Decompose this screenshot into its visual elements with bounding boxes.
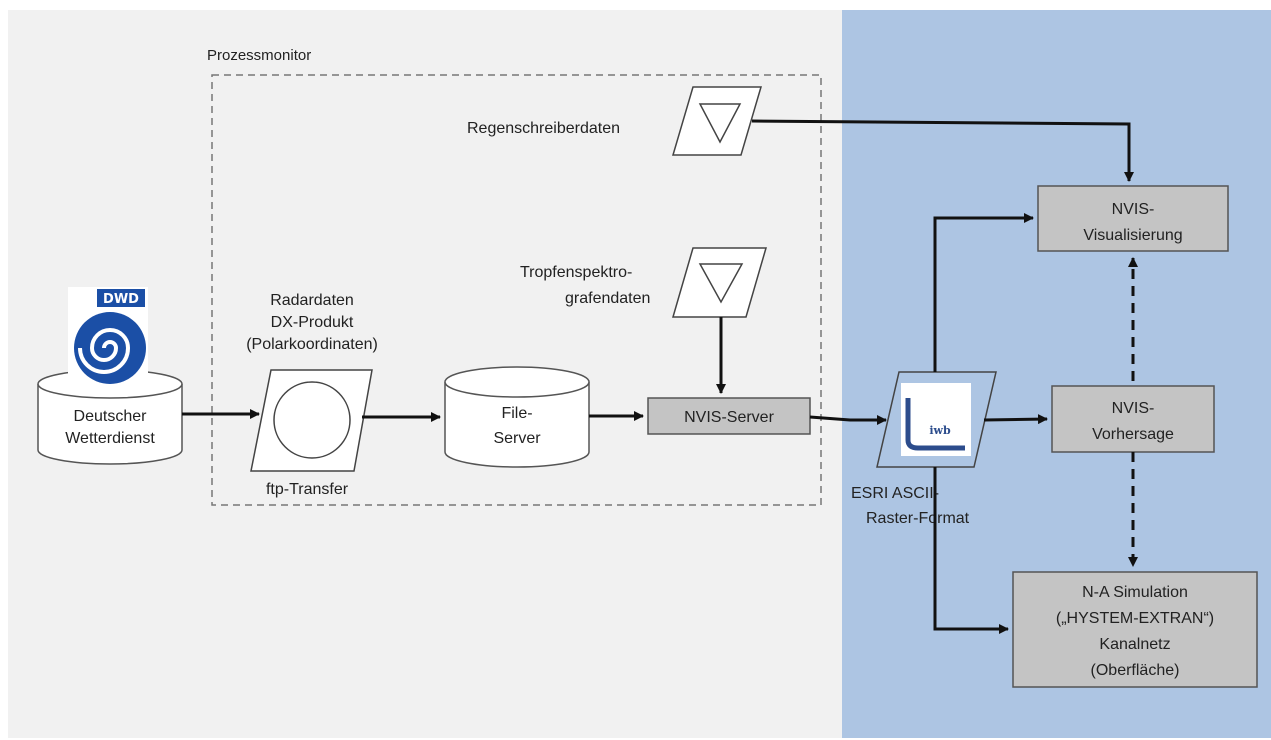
arrow-nvis-server-to-esri [809,415,887,425]
svg-text:iwb: iwb [929,424,951,437]
nvis-vorhersage-line1: NVIS- [1112,400,1155,417]
tropfen-label-line2: grafendaten [565,290,650,307]
nvis-server-box [647,397,811,435]
file-server-label-line1: File- [501,405,532,422]
tropfen-label-line1: Tropfenspektro- [520,264,632,281]
ftp-transfer-label: ftp-Transfer [266,481,349,498]
nvis-visualisierung-line1: NVIS- [1112,201,1155,218]
svg-text:DWD: DWD [103,292,139,307]
esri-label-line2: Raster-Format [866,510,970,527]
radar-circle-icon [273,381,351,459]
regenschreiber-label: Regenschreiberdaten [467,120,620,137]
process-monitor-label: Prozessmonitor [207,47,311,64]
regenschreiber-triangle-icon [698,103,742,144]
tropfen-triangle-icon [698,263,744,304]
radar-label-line3: (Polarkoordinaten) [246,336,378,353]
arrow-regenschreiber-to-visualisierung [751,119,1134,182]
dwd-label-line1: Deutscher [74,408,148,425]
na-simulation-line1: N-A Simulation [1082,584,1188,601]
process-monitor-region [211,74,822,506]
nvis-visualisierung-box [1037,185,1229,252]
arrow-esri-to-vorhersage [983,414,1048,425]
arrow-esri-to-na-simulation [933,467,1009,634]
file-server-database [444,366,590,468]
dwd-label-line2: Wetterdienst [65,430,155,447]
na-simulation-line4: (Oberfläche) [1091,662,1180,679]
arrow-esri-to-visualisierung [933,213,1034,372]
radar-label-line1: Radardaten [270,292,354,309]
nvis-vorhersage-line2: Vorhersage [1092,426,1174,443]
na-simulation-line3: Kanalnetz [1099,636,1170,653]
iwb-logo-icon: iwb [901,383,971,456]
na-simulation-line2: („HYSTEM-EXTRAN“) [1056,610,1214,627]
nvis-vorhersage-box [1051,385,1215,453]
esri-label-line1: ESRI ASCII- [851,485,939,502]
nvis-visualisierung-line2: Visualisierung [1083,227,1182,244]
na-simulation-box [1012,571,1258,688]
dwd-swirl-logo-icon: DWD [68,287,148,391]
file-server-label-line2: Server [493,430,541,447]
radar-label-line2: DX-Produkt [271,314,354,331]
nvis-server-label: NVIS-Server [684,409,774,426]
